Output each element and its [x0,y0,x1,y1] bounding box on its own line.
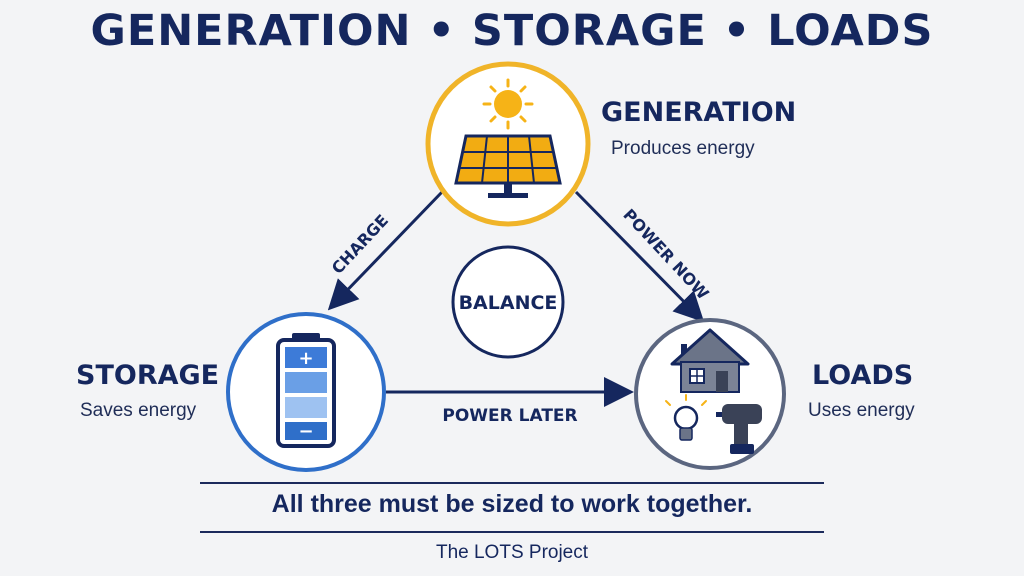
house-icon [670,328,750,393]
power-now-arrow [574,190,705,323]
page-title: GENERATION • STORAGE • LOADS [90,6,934,56]
generation-node [425,61,591,227]
balance-node: BALANCE [451,245,565,359]
charge-arrow [327,190,444,311]
generation-title: GENERATION [601,97,797,128]
storage-subtitle: Saves energy [80,400,197,421]
charge-label: CHARGE [328,211,392,278]
storage-node: + − [226,312,386,472]
footer-credit: The LOTS Project [435,542,589,563]
generation-subtitle: Produces energy [611,138,755,159]
loads-title: LOADS [812,360,914,391]
loads-node [634,318,786,470]
sun-icon [482,78,534,130]
battery-icon: + − [276,333,336,448]
balance-label: BALANCE [459,292,558,314]
loads-subtitle: Uses energy [808,400,915,421]
solar-panel-icon [454,134,562,198]
divider-bottom [200,531,824,533]
lightbulb-icon [665,394,707,441]
power-now-label: POWER NOW [619,205,713,303]
battery-plus: + [298,348,313,369]
power-later-label: POWER LATER [442,406,577,426]
battery-minus: − [298,421,313,442]
divider-top [200,482,824,484]
storage-title: STORAGE [76,360,220,391]
drill-icon [716,404,762,454]
footer-statement: All three must be sized to work together… [271,490,753,518]
